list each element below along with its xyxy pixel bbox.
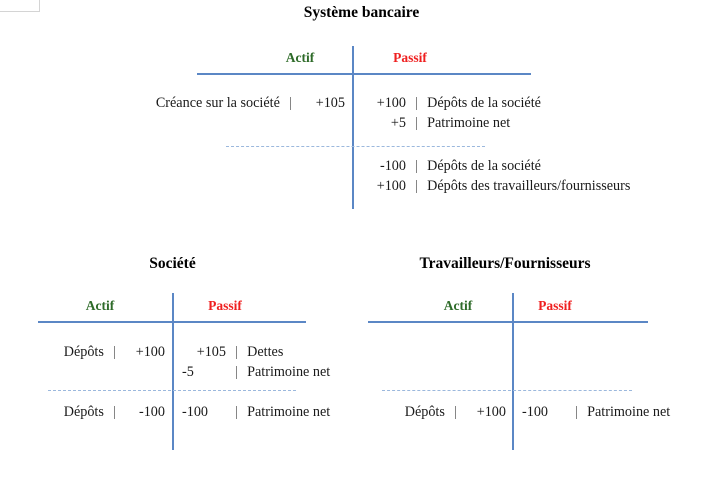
entry-passif: -5 | Patrimoine net [182, 362, 330, 382]
entry-amount: +100 [135, 344, 165, 360]
entry-separator: | [235, 364, 238, 380]
entry-label: Dépôts des travailleurs/fournisseurs [427, 178, 631, 194]
entry-separator: | [415, 115, 418, 131]
entry-amount: +100 [476, 404, 506, 420]
entry-passif: +100 | Dépôts de la société [362, 93, 541, 113]
entry-passif: -100 | Patrimoine net [182, 402, 330, 422]
entry-label: Dépôts [404, 404, 445, 420]
entry-separator: | [415, 95, 418, 111]
column-header-passif: Passif [208, 298, 242, 313]
taccount-block-separator [48, 390, 296, 391]
taccount-title: Système bancaire [303, 4, 420, 21]
entry-separator: | [235, 404, 238, 420]
entry-label: Dépôts [63, 404, 104, 420]
entry-label: Patrimoine net [587, 404, 671, 420]
entry-actif: Dépôts | +100 [0, 342, 165, 362]
entry-label: Patrimoine net [247, 364, 331, 380]
entry-label: Patrimoine net [427, 115, 511, 131]
entry-amount: -100 [522, 404, 549, 420]
entry-label: Créance sur la société [155, 95, 280, 111]
taccount-title: Société [149, 255, 196, 272]
entry-passif: -100 | Patrimoine net [522, 402, 670, 422]
column-header-passif: Passif [393, 50, 427, 65]
taccount-societe: Société Actif Passif Dépôts | +100 +105 … [0, 0, 360, 493]
entry-amount: -100 [182, 404, 209, 420]
taccount-divider [352, 46, 354, 209]
column-header-actif: Actif [443, 298, 473, 313]
entry-amount: +100 [376, 178, 406, 194]
entry-amount: -5 [182, 364, 194, 380]
taccount-top-rule [197, 73, 531, 75]
entry-separator: | [235, 344, 238, 360]
entry-actif: Dépôts | -100 [0, 402, 165, 422]
entry-passif: +105 | Dettes [182, 342, 284, 362]
entry-separator: | [113, 404, 116, 420]
entry-amount: +100 [376, 95, 406, 111]
entry-actif: Dépôts | +100 [360, 402, 506, 422]
entry-passif: +5 | Patrimoine net [362, 113, 510, 133]
entry-separator: | [113, 344, 116, 360]
page-border-artifact [0, 0, 40, 12]
entry-separator: | [415, 158, 418, 174]
entry-separator: | [575, 404, 578, 420]
entry-label: Dettes [247, 344, 284, 360]
column-header-actif: Actif [285, 50, 315, 65]
column-header-actif: Actif [85, 298, 115, 313]
entry-separator: | [454, 404, 457, 420]
entry-passif: +100 | Dépôts des travailleurs/fournisse… [362, 176, 631, 196]
entry-separator: | [289, 95, 292, 111]
entry-actif: Créance sur la société | +105 [100, 93, 345, 113]
entry-label: Dépôts [63, 344, 104, 360]
entry-amount: -100 [379, 158, 406, 174]
taccount-divider [172, 293, 174, 450]
entry-amount: +105 [196, 344, 226, 360]
entry-amount: -100 [138, 404, 165, 420]
taccount-travailleurs-fournisseurs: Travailleurs/Fournisseurs Actif Passif D… [360, 0, 723, 493]
entry-label: Patrimoine net [247, 404, 331, 420]
entry-separator: | [415, 178, 418, 194]
entry-passif: -100 | Dépôts de la société [362, 156, 541, 176]
entry-amount: +105 [315, 95, 345, 111]
taccount-divider [512, 293, 514, 450]
column-header-passif: Passif [538, 298, 572, 313]
entry-label: Dépôts de la société [427, 158, 541, 174]
taccount-block-separator [226, 146, 485, 147]
taccount-title: Travailleurs/Fournisseurs [419, 255, 591, 272]
taccount-top-rule [368, 321, 648, 323]
entry-amount: +5 [390, 115, 406, 131]
taccount-block-separator [382, 390, 632, 391]
entry-label: Dépôts de la société [427, 95, 541, 111]
taccount-systeme-bancaire: Système bancaire Actif Passif Créance su… [0, 0, 723, 225]
